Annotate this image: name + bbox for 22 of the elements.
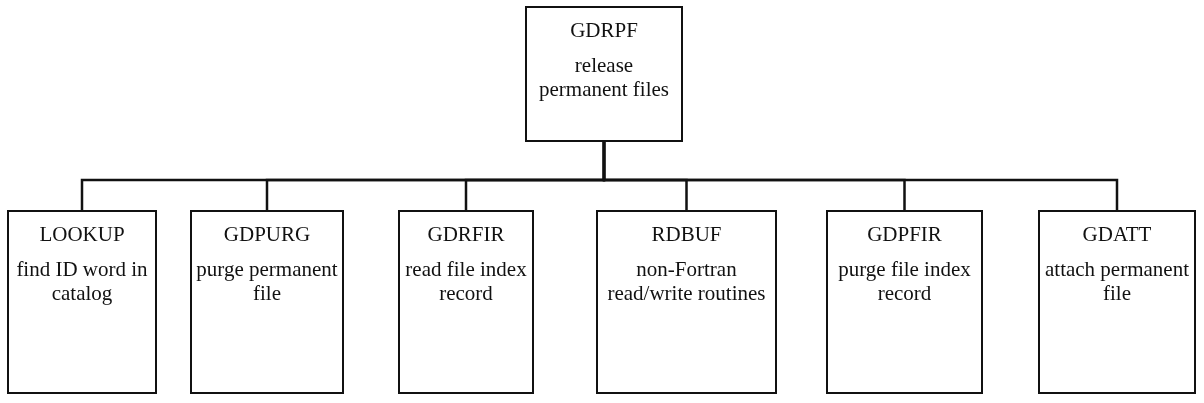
process-box [7,210,157,394]
routine-name: GDATT [1082,222,1152,247]
routine-description: attach permanent file [1044,257,1190,306]
process-box [1038,210,1196,394]
routine-description: find ID word in catalog [15,257,149,306]
routine-name: GDRFIR [427,222,505,247]
routine-description: non-Fortran read/write routines [606,257,767,306]
routine-description: purge file index record [837,257,972,306]
process-box [398,210,534,394]
connector-line [602,142,1119,210]
routine-name: GDPFIR [867,222,942,247]
routine-name: GDPURG [223,222,311,247]
routine-name: RDBUF [651,222,722,247]
routine-name: GDRPF [570,18,638,43]
routine-description: purge permanent file [195,257,339,306]
routine-description: release permanent files [538,53,670,102]
process-box [190,210,344,394]
routine-name: LOOKUP [39,222,125,247]
process-box [826,210,983,394]
process-box [596,210,777,394]
process-box [525,6,683,142]
routine-description: read file index record [404,257,528,306]
